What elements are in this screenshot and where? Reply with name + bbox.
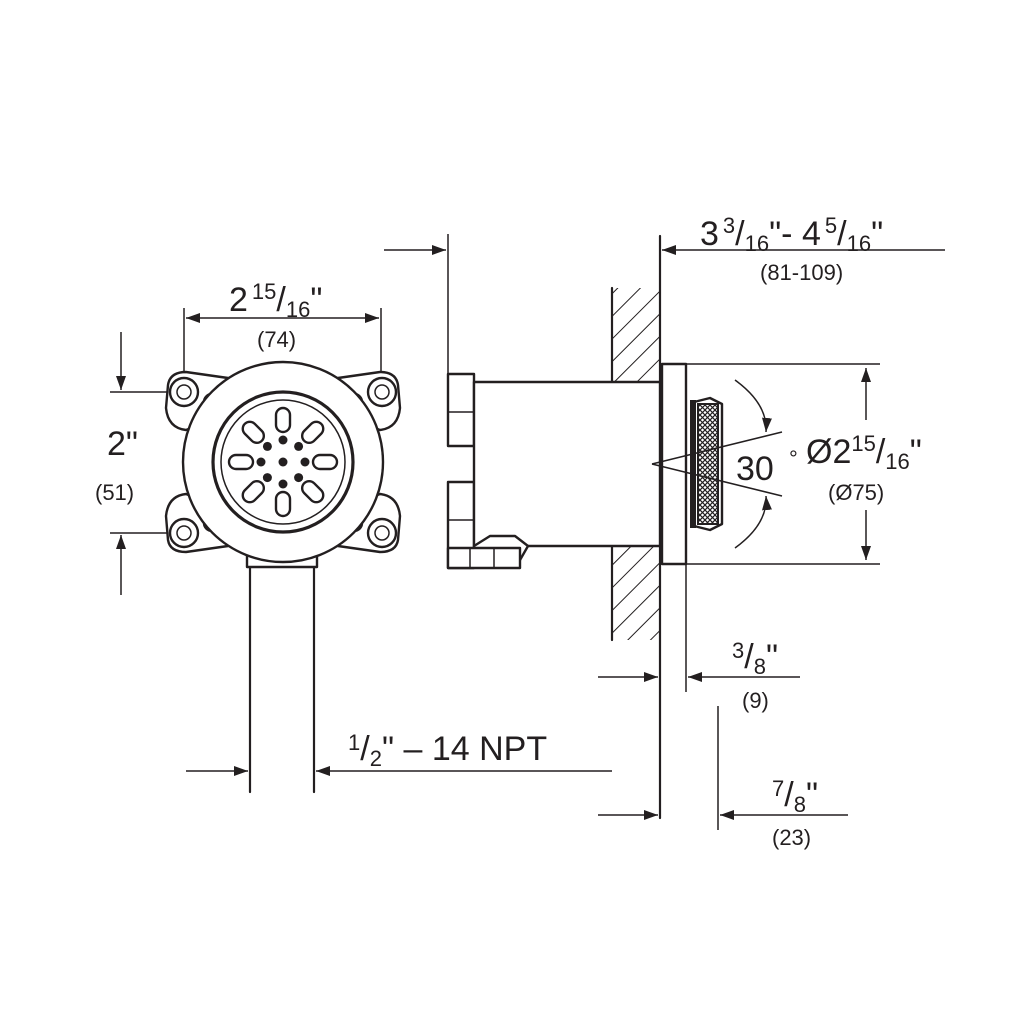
flange-label: 3/8" (732, 638, 778, 679)
thread-dimension: 1/2" – 14 NPT (186, 730, 612, 776)
diameter-metric: (Ø75) (828, 480, 884, 505)
valve-body (446, 372, 662, 570)
spray-angle: 30 ° (651, 379, 798, 549)
head-metric: (23) (772, 825, 811, 850)
depth-metric: (81-109) (760, 260, 843, 285)
head-label: 7/8" (772, 776, 818, 817)
flange-dimension: 3/8" (9) (598, 638, 800, 713)
head-dimension: 7/8" (23) (598, 776, 848, 850)
diameter-dimension: Ø215/16" (Ø75) (806, 368, 922, 560)
width-metric: (74) (257, 327, 296, 352)
height-dimension: 2" (51) (95, 332, 168, 595)
angle-unit: ° (789, 446, 798, 471)
inlet-pipe (245, 553, 319, 794)
flange-metric: (9) (742, 688, 769, 713)
height-label: 2" (107, 425, 138, 463)
height-metric: (51) (95, 480, 134, 505)
thread-label: 1/2" – 14 NPT (348, 730, 547, 771)
diameter-label: Ø215/16" (806, 431, 922, 474)
flange-and-head (660, 362, 724, 566)
spray-face-inner (220, 399, 346, 525)
spray-nozzles (227, 406, 339, 518)
angle-value: 30 (736, 450, 774, 488)
